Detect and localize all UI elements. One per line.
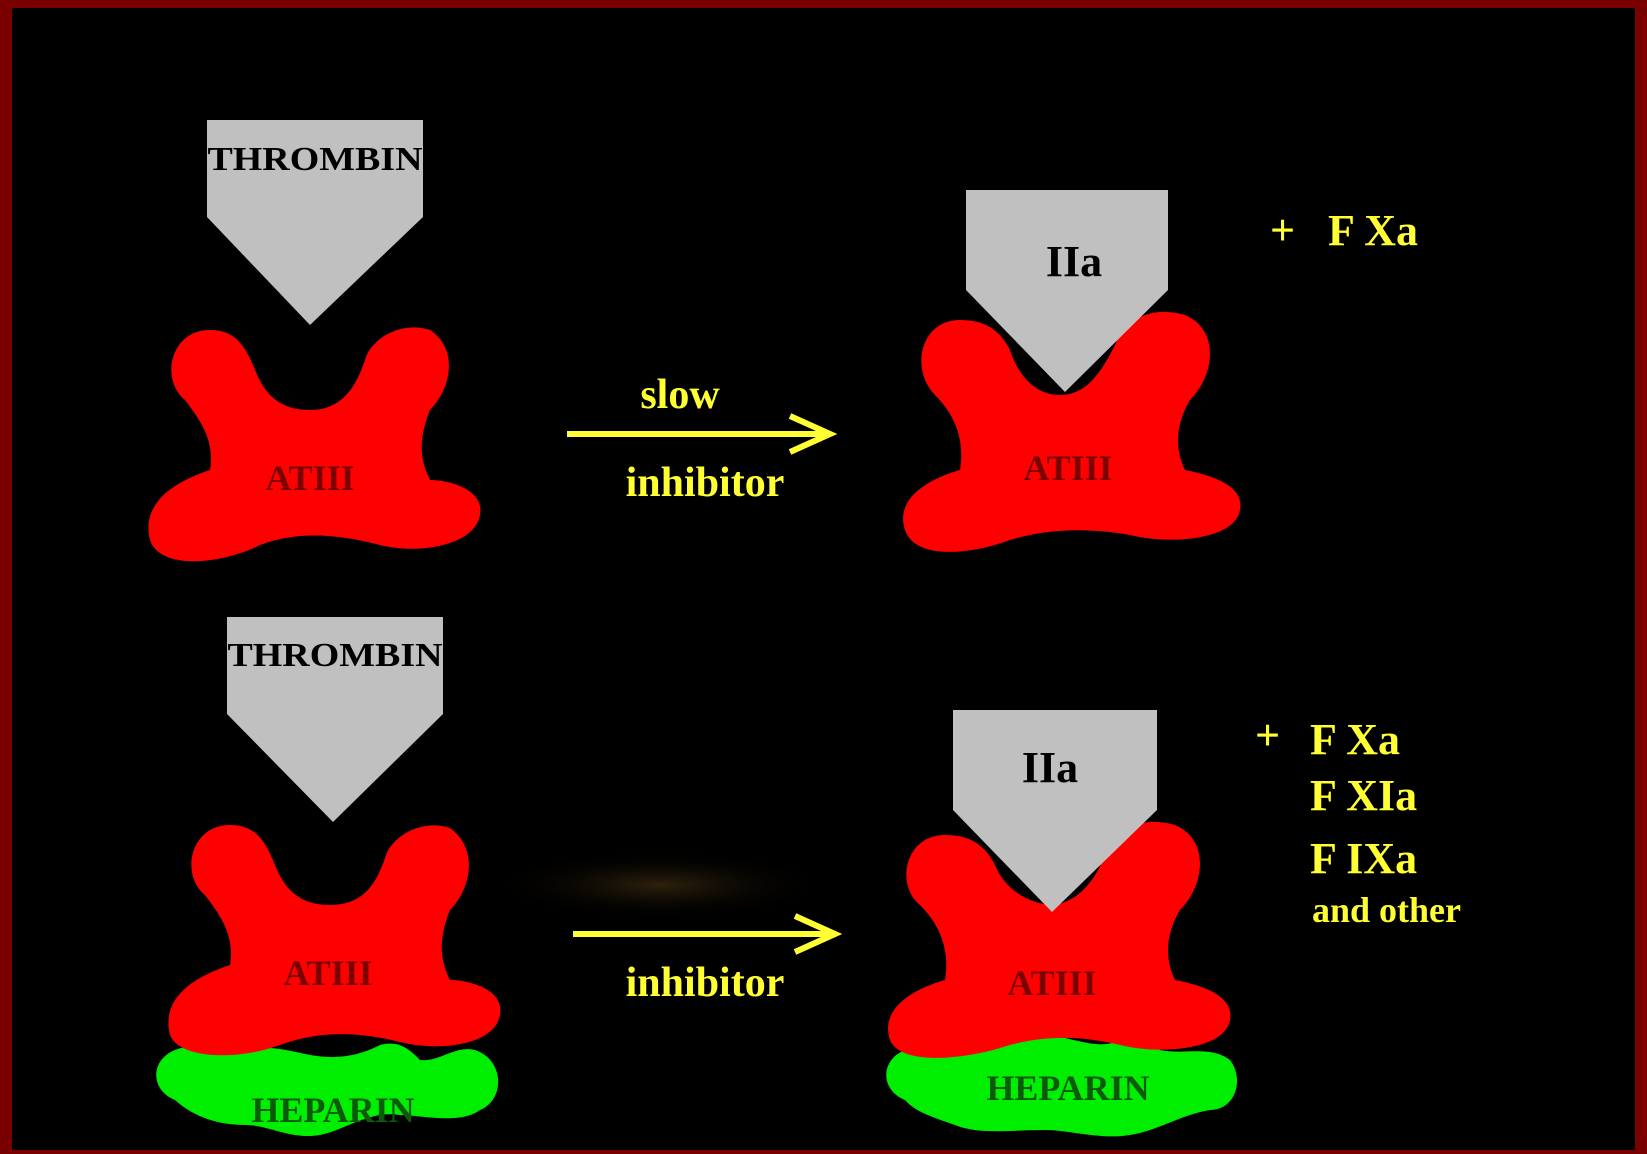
arrowhead-icon [788, 413, 838, 455]
atiii-shape [148, 327, 481, 562]
smudge-artifact [490, 850, 830, 920]
atiii-label: ATIII [1007, 963, 1096, 1003]
plus-sign: + [1255, 711, 1280, 760]
heparin-label: HEPARIN [986, 1068, 1149, 1108]
and-other-label: and other [1312, 890, 1461, 930]
thrombin-label: THROMBIN [208, 141, 423, 178]
atiii-shape [168, 825, 501, 1056]
atiii-label: ATIII [265, 458, 354, 498]
plus-sign: + [1270, 206, 1295, 255]
atiii-shape [888, 821, 1231, 1058]
iia-label: IIa [1022, 743, 1078, 792]
top-right-complex: IIa ATIII [903, 190, 1241, 552]
thrombin-shape [227, 617, 443, 822]
atiii-shape [903, 311, 1241, 552]
slow-label: slow [640, 372, 720, 418]
bottom-reaction-arrow: inhibitor [490, 850, 843, 1006]
top-reaction-arrow: slow inhibitor [567, 372, 838, 506]
iia-enzyme-shape [966, 190, 1168, 392]
iia-enzyme-shape [953, 710, 1157, 912]
atiii-label: ATIII [1023, 448, 1112, 488]
factor-ixa-label: F IXa [1310, 834, 1417, 883]
bottom-right-complex: IIa ATIII HEPARIN [886, 710, 1238, 1137]
inhibitor-label: inhibitor [626, 960, 785, 1006]
bottom-left-complex: THROMBIN ATIII HEPARIN [156, 617, 501, 1137]
factor-xa-label: F Xa [1328, 206, 1418, 255]
arrowhead-icon [793, 913, 843, 955]
iia-label: IIa [1046, 237, 1102, 286]
heparin-shape [156, 1043, 499, 1137]
factor-xa-label: F Xa [1310, 715, 1400, 764]
thrombin-shape [207, 120, 423, 325]
heparin-shape [886, 1032, 1238, 1137]
factor-xia-label: F XIa [1310, 771, 1417, 820]
inhibitor-label: inhibitor [626, 460, 785, 506]
heparin-label: HEPARIN [251, 1090, 414, 1130]
top-extra-factors: + F Xa [1270, 206, 1418, 255]
atiii-label: ATIII [283, 953, 372, 993]
bottom-extra-factors: + F Xa F XIa F IXa and other [1255, 711, 1461, 930]
top-left-complex: THROMBIN ATIII [148, 120, 481, 562]
thrombin-label: THROMBIN [228, 637, 443, 674]
